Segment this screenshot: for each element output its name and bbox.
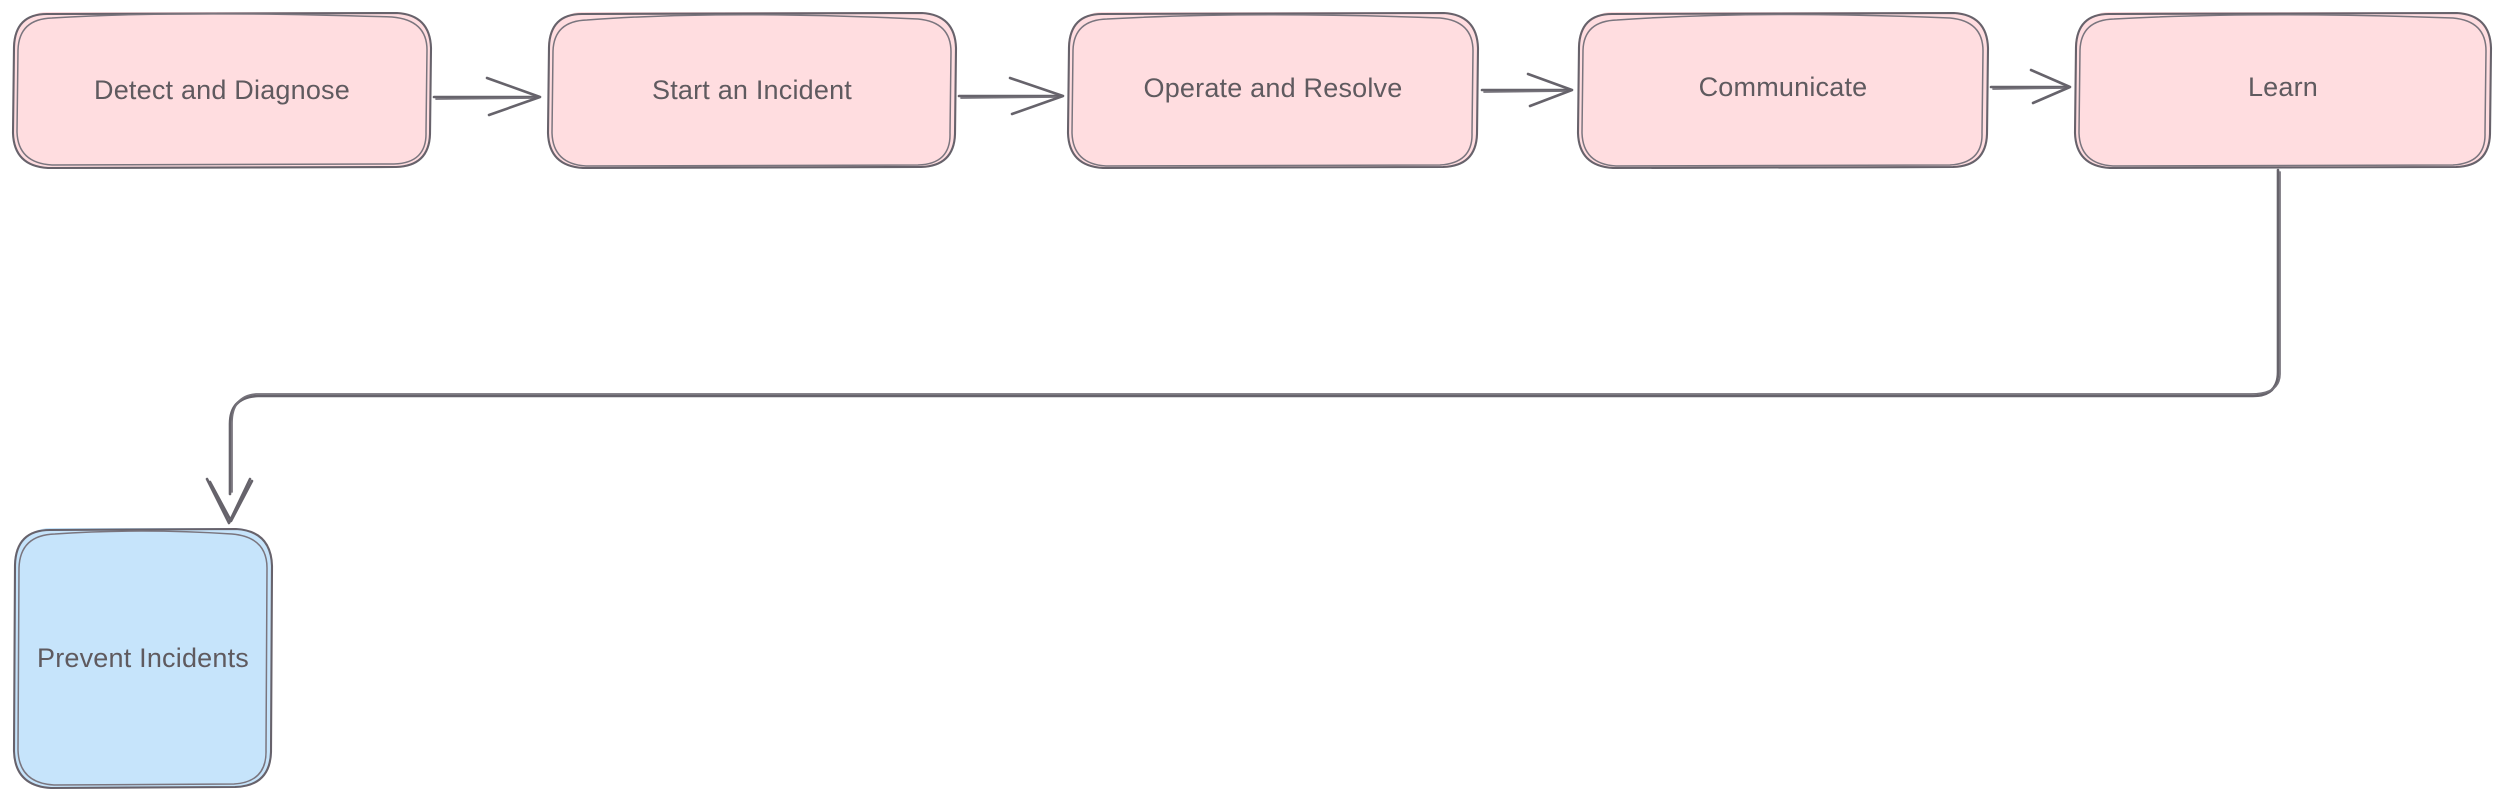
node-communicate-outline-sketch (1581, 13, 1984, 167)
node-learn[interactable]: Learn (2073, 11, 2493, 170)
node-start-an-incident-label: Start an Incident (652, 75, 852, 105)
node-communicate-outline (1576, 11, 1990, 170)
edge-learn-to-prevent[interactable] (205, 168, 2281, 525)
edge-communicate-to-learn[interactable] (1989, 68, 2072, 105)
node-operate-and-resolve-label: Operate and Resolve (1144, 73, 1403, 103)
node-start-an-incident-fill (548, 12, 956, 168)
node-prevent-incidents-outline (12, 527, 274, 790)
node-learn-outline (2073, 11, 2493, 170)
node-operate-and-resolve-outline-sketch (1071, 13, 1474, 167)
node-prevent-incidents-outline-sketch (17, 530, 268, 786)
node-communicate-fill (1578, 12, 1988, 168)
node-learn-label: Learn (2248, 72, 2318, 102)
node-prevent-incidents-label: Prevent Incidents (37, 643, 249, 673)
edge-detect-to-start[interactable] (432, 76, 542, 117)
node-start-an-incident[interactable]: Start an Incident (546, 11, 958, 170)
node-prevent-incidents[interactable]: Prevent Incidents (12, 527, 274, 790)
node-start-an-incident-outline-sketch (551, 13, 952, 167)
node-operate-and-resolve-fill (1068, 12, 1478, 168)
node-prevent-incidents-fill (14, 528, 272, 788)
node-detect-and-diagnose-outline (11, 11, 433, 170)
node-learn-outline-sketch (2078, 13, 2487, 167)
node-learn-fill (2075, 12, 2491, 168)
edge-start-to-operate[interactable] (957, 76, 1065, 116)
node-communicate-label: Communicate (1699, 72, 1868, 102)
node-operate-and-resolve-outline (1066, 11, 1480, 170)
node-communicate[interactable]: Communicate (1576, 11, 1990, 170)
node-detect-and-diagnose-fill (13, 12, 431, 168)
edges-layer (205, 68, 2281, 525)
node-detect-and-diagnose-outline-sketch (16, 12, 428, 166)
node-operate-and-resolve[interactable]: Operate and Resolve (1066, 11, 1480, 170)
edge-operate-to-communicate[interactable] (1480, 72, 1574, 108)
node-detect-and-diagnose-label: Detect and Diagnose (94, 75, 350, 105)
node-start-an-incident-outline (546, 11, 958, 170)
nodes-layer: Detect and Diagnose Start an Incident Op… (11, 11, 2493, 790)
node-detect-and-diagnose[interactable]: Detect and Diagnose (11, 11, 433, 170)
